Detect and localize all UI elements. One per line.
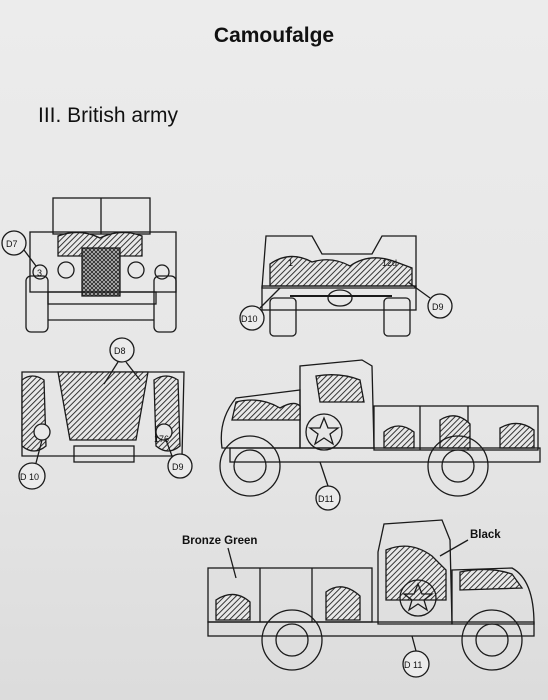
callout-rear-small: 1 (288, 258, 293, 268)
callout-d9-rear: D9 (432, 302, 444, 312)
section-heading: III. British army (38, 104, 179, 127)
label-bronze-green: Bronze Green (182, 535, 257, 547)
callout-d11-upper: D11 (318, 494, 334, 504)
callout-front-small: 3 (37, 268, 42, 278)
side-view-lower-drawing (207, 519, 535, 678)
rear-view-drawing (239, 235, 453, 337)
callout-d11-lower: D 11 (404, 660, 422, 670)
callout-d8: D8 (114, 346, 126, 356)
front-view-drawing (1, 197, 177, 333)
page-title: Camoufalge (213, 24, 335, 47)
callout-d10-top: D 10 (20, 472, 39, 482)
side-view-upper-drawing (219, 359, 541, 511)
callout-d10-rear: D10 (241, 314, 258, 324)
callout-d7: D7 (6, 239, 18, 249)
top-view-drawing (18, 337, 193, 490)
label-black: Black (470, 529, 501, 541)
callout-top-plate: 176 (154, 434, 169, 444)
callout-d9-top: D9 (172, 462, 184, 472)
callout-rear-plate: 12d (382, 258, 397, 268)
